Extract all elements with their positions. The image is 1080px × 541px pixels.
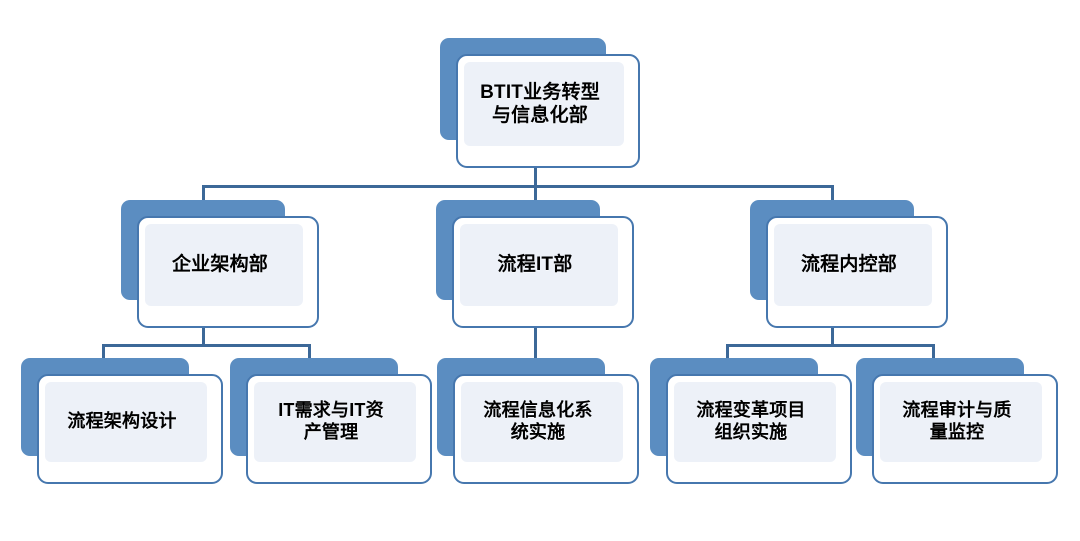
connector-to-l3-4	[932, 344, 935, 364]
node-inner-panel	[461, 382, 623, 462]
node-process-audit-and-quality-monitoring[interactable]: 流程审计与质 量监控	[856, 358, 1058, 484]
node-inner-panel	[254, 382, 416, 462]
connector-l2-0-stem	[202, 312, 205, 345]
node-it-demand-and-asset-management[interactable]: IT需求与IT资 产管理	[230, 358, 432, 484]
connector-l2-2-bus	[726, 344, 935, 347]
connector-to-l3-3	[726, 344, 729, 364]
connector-to-l2-1	[534, 185, 537, 207]
node-inner-panel	[145, 224, 303, 306]
node-inner-panel	[774, 224, 932, 306]
node-inner-panel	[460, 224, 618, 306]
node-inner-panel	[674, 382, 836, 462]
connector-to-l3-1	[308, 344, 311, 364]
connector-level2-bus	[202, 185, 834, 188]
connector-root-stem	[534, 152, 537, 186]
connector-to-l2-2	[831, 185, 834, 207]
connector-to-l3-0	[102, 344, 105, 364]
node-inner-panel	[464, 62, 624, 146]
node-process-change-project-organization[interactable]: 流程变革项目 组织实施	[650, 358, 852, 484]
node-inner-panel	[880, 382, 1042, 462]
connector-l2-0-bus	[102, 344, 311, 347]
node-enterprise-architecture-dept[interactable]: 企业架构部	[121, 200, 319, 328]
node-root-btit-department[interactable]: BTIT业务转型 与信息化部	[440, 38, 640, 168]
connector-l2-1-stem	[534, 312, 537, 364]
node-process-informatization-system-implementation[interactable]: 流程信息化系 统实施	[437, 358, 639, 484]
node-inner-panel	[45, 382, 207, 462]
node-process-internal-control-dept[interactable]: 流程内控部	[750, 200, 948, 328]
connector-to-l2-0	[202, 185, 205, 207]
node-process-architecture-design[interactable]: 流程架构设计	[21, 358, 223, 484]
node-process-it-dept[interactable]: 流程IT部	[436, 200, 634, 328]
connector-l2-2-stem	[831, 312, 834, 345]
